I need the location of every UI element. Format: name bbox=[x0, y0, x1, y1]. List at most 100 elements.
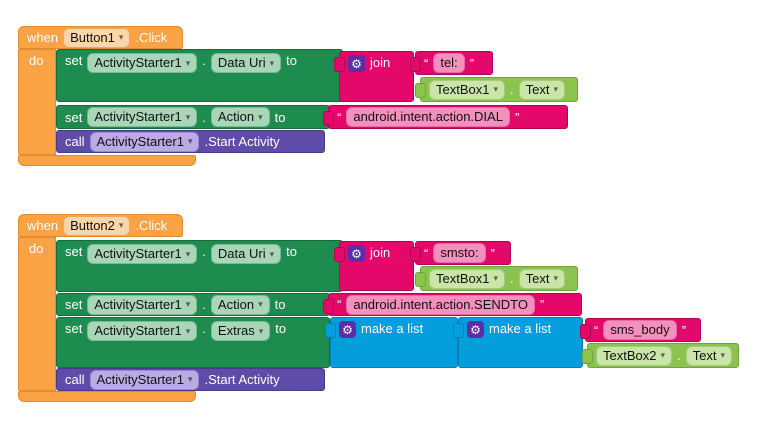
component-name: ActivityStarter1 bbox=[94, 246, 182, 261]
getter-component-dropdown[interactable]: TextBox1 ▾ bbox=[429, 79, 506, 100]
property-name: Action bbox=[217, 109, 255, 124]
property-name: Data Uri bbox=[217, 55, 266, 70]
getter-property-name: Text bbox=[692, 347, 717, 363]
set-label: set bbox=[65, 297, 83, 312]
text-string-field[interactable]: android.intent.action.SENDTO bbox=[346, 294, 535, 315]
text-string-block[interactable]: “ android.intent.action.SENDTO ” bbox=[323, 293, 582, 316]
event-component-dropdown[interactable]: Button2 ▾ bbox=[63, 215, 131, 236]
property-dropdown[interactable]: Action ▾ bbox=[210, 294, 270, 315]
open-quote: “ bbox=[337, 297, 342, 312]
call-component-name: ActivityStarter1 bbox=[96, 133, 184, 149]
when-label: when bbox=[27, 218, 59, 233]
open-quote: “ bbox=[424, 245, 429, 261]
set-action-block[interactable]: set ActivityStarter1 ▾ . Action ▾ to bbox=[56, 105, 330, 129]
event-component-name: Button2 bbox=[70, 217, 115, 233]
set-label: set bbox=[65, 109, 83, 125]
to-label: to bbox=[274, 109, 286, 125]
text-string-block[interactable]: “ sms_body ” bbox=[580, 318, 701, 342]
component-dropdown[interactable]: ActivityStarter1 ▾ bbox=[87, 107, 198, 127]
close-quote: ” bbox=[490, 245, 495, 261]
close-quote: ” bbox=[681, 322, 686, 338]
when-block-arm: do bbox=[18, 237, 56, 391]
getter-property-dropdown[interactable]: Text ▾ bbox=[518, 79, 566, 100]
dropdown-arrow-icon: ▾ bbox=[258, 111, 263, 122]
dropdown-arrow-icon: ▾ bbox=[493, 84, 499, 94]
join-block[interactable]: ⚙ join bbox=[334, 51, 414, 102]
call-start-activity-block[interactable]: call ActivityStarter1 ▾ .Start Activity bbox=[56, 368, 325, 391]
to-label: to bbox=[275, 321, 287, 336]
open-quote: “ bbox=[594, 322, 599, 338]
when-block-footer bbox=[18, 391, 196, 402]
close-quote: ” bbox=[469, 55, 475, 71]
set-data-uri-block[interactable]: set ActivityStarter1 ▾ . Data Uri ▾ to bbox=[56, 49, 343, 102]
call-label: call bbox=[65, 372, 85, 387]
to-label: to bbox=[286, 244, 297, 259]
property-name: Data Uri bbox=[217, 246, 266, 261]
call-method-name: .Start Activity bbox=[204, 134, 280, 149]
event-suffix: .Click bbox=[135, 218, 168, 233]
property-name: Extras bbox=[217, 323, 255, 338]
set-extras-block[interactable]: set ActivityStarter1 ▾ . Extras ▾ to bbox=[56, 317, 330, 368]
text-string-field[interactable]: android.intent.action.DIAL bbox=[346, 107, 510, 127]
dot-separator: . bbox=[202, 109, 206, 125]
dropdown-arrow-icon: ▾ bbox=[269, 57, 275, 68]
call-component-dropdown[interactable]: ActivityStarter1 ▾ bbox=[89, 131, 200, 152]
when-block-arm: do bbox=[18, 49, 56, 155]
when-button1-event-block[interactable]: when Button1 ▾ .Click bbox=[18, 26, 183, 49]
dropdown-arrow-icon: ▾ bbox=[185, 248, 191, 259]
component-name: ActivityStarter1 bbox=[94, 323, 182, 338]
dropdown-arrow-icon: ▾ bbox=[553, 273, 559, 283]
mutator-gear-icon[interactable]: ⚙ bbox=[348, 245, 365, 262]
text-string-field[interactable]: sms_body bbox=[603, 320, 677, 340]
event-suffix: .Click bbox=[135, 30, 168, 45]
property-dropdown[interactable]: Data Uri ▾ bbox=[210, 53, 282, 73]
mutator-gear-icon[interactable]: ⚙ bbox=[339, 321, 356, 338]
set-label: set bbox=[65, 321, 83, 336]
make-a-list-block[interactable]: ⚙ make a list bbox=[325, 317, 458, 368]
getter-property-dropdown[interactable]: Text ▾ bbox=[685, 345, 733, 366]
event-component-dropdown[interactable]: Button1 ▾ bbox=[63, 27, 131, 48]
mutator-gear-icon[interactable]: ⚙ bbox=[467, 321, 484, 338]
when-button2-event-block[interactable]: when Button2 ▾ .Click bbox=[18, 214, 183, 237]
text-string-block[interactable]: “ android.intent.action.DIAL ” bbox=[323, 105, 568, 129]
property-name: Action bbox=[217, 296, 255, 312]
text-string-field[interactable]: smsto: bbox=[433, 243, 486, 263]
property-dropdown[interactable]: Data Uri ▾ bbox=[210, 244, 282, 264]
text-string-block[interactable]: “ tel: ” bbox=[410, 51, 493, 75]
text-string-field[interactable]: tel: bbox=[433, 53, 465, 73]
getter-component-name: TextBox1 bbox=[436, 81, 490, 97]
text-string-block[interactable]: “ smsto: ” bbox=[410, 241, 511, 265]
call-label: call bbox=[65, 134, 85, 149]
getter-component-dropdown[interactable]: TextBox1 ▾ bbox=[429, 268, 506, 289]
dropdown-arrow-icon: ▾ bbox=[185, 299, 191, 309]
component-dropdown[interactable]: ActivityStarter1 ▾ bbox=[87, 53, 198, 73]
make-a-list-block[interactable]: ⚙ make a list bbox=[453, 317, 583, 368]
component-dropdown[interactable]: ActivityStarter1 ▾ bbox=[87, 321, 198, 341]
open-quote: “ bbox=[424, 55, 429, 71]
set-action-block[interactable]: set ActivityStarter1 ▾ . Action ▾ to bbox=[56, 293, 330, 316]
getter-textbox1-text-block[interactable]: TextBox1 ▾ . Text ▾ bbox=[415, 77, 578, 102]
dropdown-arrow-icon: ▾ bbox=[269, 248, 275, 259]
component-name: ActivityStarter1 bbox=[94, 109, 182, 124]
property-dropdown[interactable]: Extras ▾ bbox=[210, 321, 271, 341]
property-dropdown[interactable]: Action ▾ bbox=[210, 107, 270, 127]
close-quote: ” bbox=[539, 297, 545, 312]
join-block[interactable]: ⚙ join bbox=[334, 241, 414, 291]
when-label: when bbox=[27, 30, 59, 45]
mutator-gear-icon[interactable]: ⚙ bbox=[348, 55, 365, 72]
getter-property-dropdown[interactable]: Text ▾ bbox=[518, 268, 566, 289]
getter-component-name: TextBox1 bbox=[436, 270, 490, 286]
getter-component-dropdown[interactable]: TextBox2 ▾ bbox=[596, 345, 673, 366]
call-component-dropdown[interactable]: ActivityStarter1 ▾ bbox=[89, 369, 200, 390]
dot-separator: . bbox=[202, 297, 206, 312]
set-label: set bbox=[65, 53, 83, 68]
component-dropdown[interactable]: ActivityStarter1 ▾ bbox=[87, 244, 198, 264]
make-a-list-label: make a list bbox=[489, 321, 552, 336]
getter-textbox2-text-block[interactable]: TextBox2 ▾ . Text ▾ bbox=[582, 343, 739, 368]
component-name: ActivityStarter1 bbox=[94, 296, 182, 312]
set-data-uri-block[interactable]: set ActivityStarter1 ▾ . Data Uri ▾ to bbox=[56, 240, 343, 292]
call-start-activity-block[interactable]: call ActivityStarter1 ▾ .Start Activity bbox=[56, 130, 325, 153]
getter-textbox1-text-block[interactable]: TextBox1 ▾ . Text ▾ bbox=[415, 266, 578, 291]
component-dropdown[interactable]: ActivityStarter1 ▾ bbox=[87, 294, 198, 315]
